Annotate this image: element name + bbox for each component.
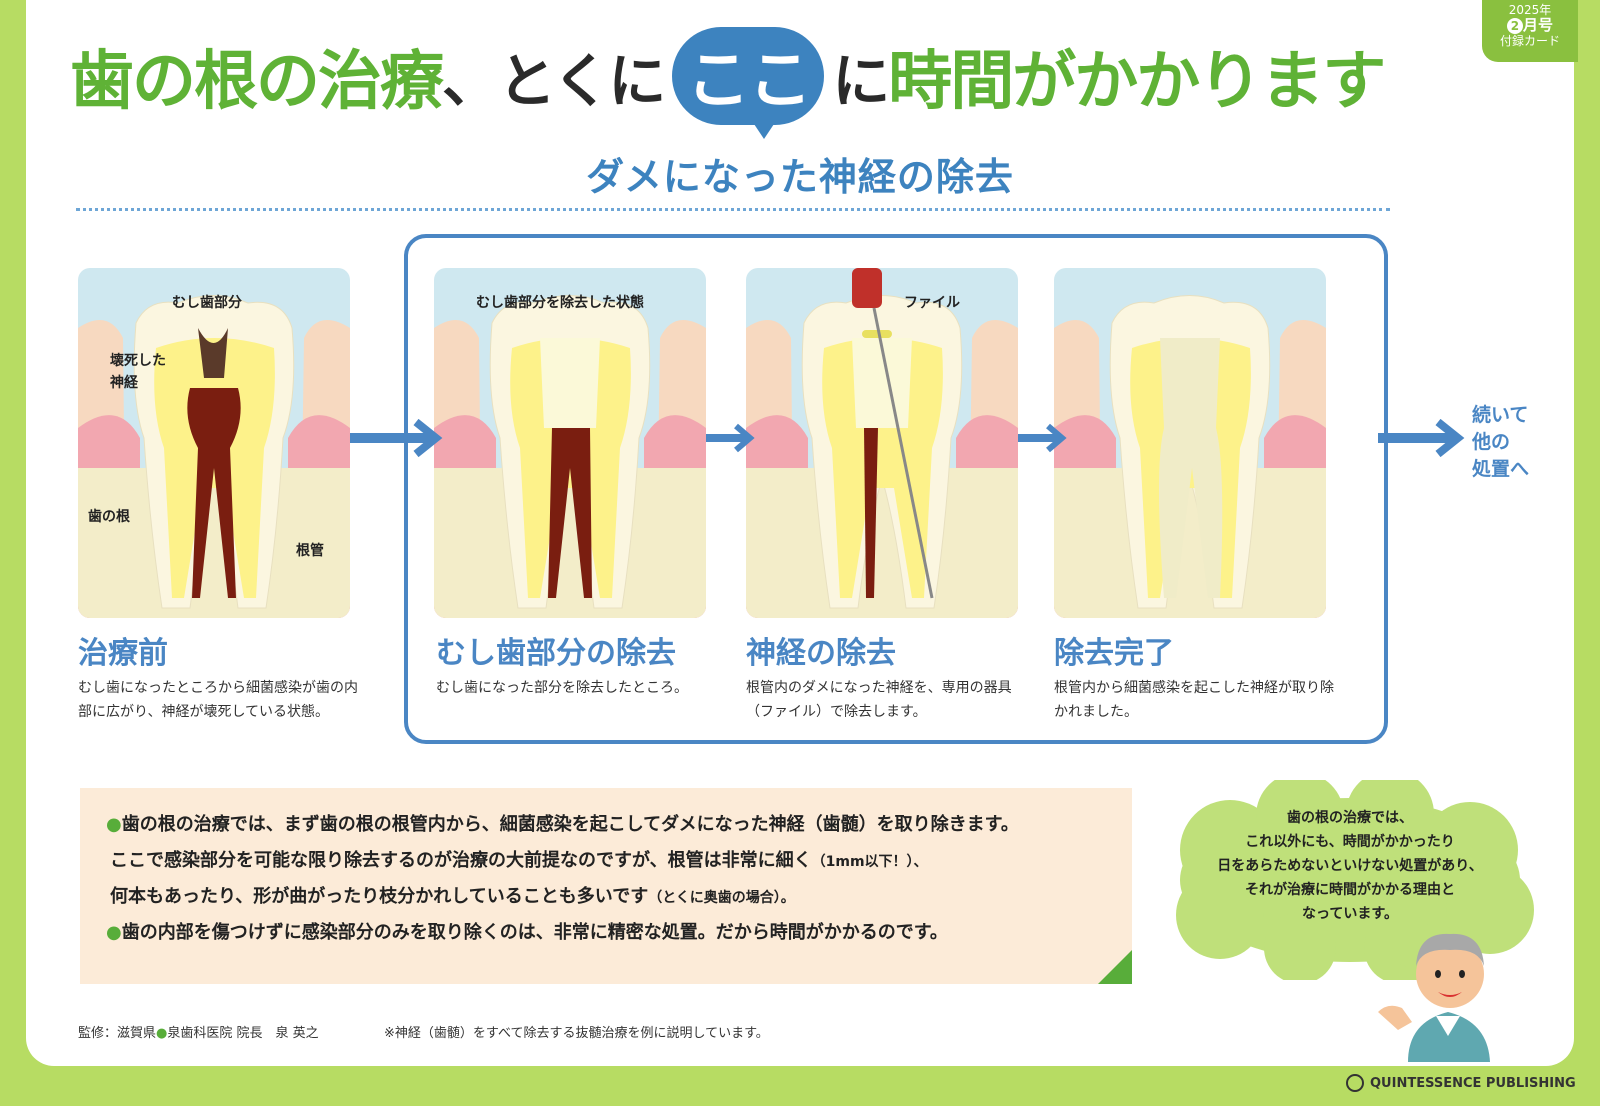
next-step-text: 続いて 他の 処置へ [1472, 404, 1530, 480]
label-dead-nerve-line2: 神経 [110, 375, 138, 391]
footnote: ※神経（歯髄）をすべて除去する抜髄治療を例に説明しています。 [384, 1026, 769, 1041]
title-highlight: ここ [686, 44, 812, 118]
step-desc-nerve-removal: 根管内のダメになった神経を、専用の器具（ファイル）で除去します。 [746, 680, 1012, 720]
doctor-illustration [1378, 933, 1490, 1062]
quintessence-logo-icon [1346, 1074, 1364, 1092]
step-title-before: 治療前 [78, 636, 168, 671]
badge-month-suffix: 月号 [1522, 16, 1553, 34]
info-box: ●歯の根の治療では、まず歯の根の根管内から、細菌感染を起こしてダメになった神経（… [80, 788, 1132, 984]
bullet-icon: ● [106, 922, 122, 943]
info-line-2: ここで感染部分を可能な限り除去するのが治療の大前提なのですが、根管は非常に細く [110, 850, 812, 871]
label-dead-nerve-line1: 壊死した [110, 353, 166, 369]
arrow-right-icon [1378, 418, 1465, 458]
page-title: 歯の根の治療 、とくに ここ に 時間がかかります [70, 27, 1386, 139]
step-desc-before: むし歯になったところから細菌感染が歯の内部に広がり、神経が壊死している状態。 [78, 680, 358, 720]
info-line-4: 歯の内部を傷つけずに感染部分のみを取り除くのは、非常に精密な処置。だから時間がか… [121, 922, 948, 943]
arrow-right-icon [706, 423, 755, 453]
dotted-divider [76, 208, 1390, 211]
cloud-text: 歯の根の治療では、 これ以外にも、時間がかかったり 日をあらためないといけない処… [1217, 810, 1483, 922]
title-part2: 、とくに [442, 47, 666, 115]
subtitle: ダメになった神経の除去 [586, 155, 1014, 199]
step-title-complete: 除去完了 [1054, 636, 1174, 671]
label-removed-state: むし歯部分を除去した状態 [476, 295, 644, 311]
label-file: ファイル [904, 295, 960, 311]
tooth-illustration-before [78, 268, 350, 618]
publisher-brand: QUINTESSENCE PUBLISHING [1346, 1074, 1576, 1092]
supervisor-credit: 監修：滋賀県●泉歯科医院 院長 泉 英之 [78, 1026, 319, 1041]
label-caries: むし歯部分 [172, 295, 242, 311]
speech-cloud [1176, 780, 1534, 980]
arrow-right-icon [350, 418, 443, 458]
step-title-nerve-removal: 神経の除去 [746, 636, 896, 671]
step-title-caries-removal: むし歯部分の除去 [436, 636, 676, 671]
corner-fold [1098, 950, 1132, 984]
bullet-icon: ● [106, 814, 122, 835]
info-line-3-note: （とくに奥歯の場合）。 [648, 890, 795, 906]
title-part4: 時間がかかります [888, 45, 1386, 119]
title-highlight-bubble: ここ [672, 27, 825, 139]
process-frame [404, 234, 1388, 744]
info-line-1: 歯の根の治療では、まず歯の根の根管内から、細菌感染を起こしてダメになった神経（歯… [121, 814, 1019, 835]
step-desc-caries-removal: むし歯になった部分を除去したところ。 [436, 680, 688, 696]
info-line-2-note: （1mm以下！）、 [811, 854, 928, 870]
arrow-right-icon [1018, 423, 1067, 453]
bullet-icon: ● [156, 1026, 168, 1041]
title-part3: に [832, 47, 890, 115]
tooth-illustration-nerve-removal [746, 268, 1018, 618]
step-desc-complete: 根管内から細菌感染を起こした神経が取り除かれました。 [1054, 680, 1334, 720]
info-line-3: 何本もあったり、形が曲がったり枝分かれしていることも多いです [110, 886, 649, 907]
tooth-illustration-complete [1054, 268, 1326, 618]
badge-kind: 付録カード [1499, 34, 1560, 48]
label-root: 歯の根 [88, 509, 130, 525]
tooth-illustration-caries-removed [434, 268, 706, 618]
badge-year: 2025年 [1508, 3, 1552, 17]
badge-month-number: 2 [1506, 18, 1523, 34]
title-part1: 歯の根の治療 [70, 45, 444, 119]
label-canal: 根管 [296, 543, 324, 559]
